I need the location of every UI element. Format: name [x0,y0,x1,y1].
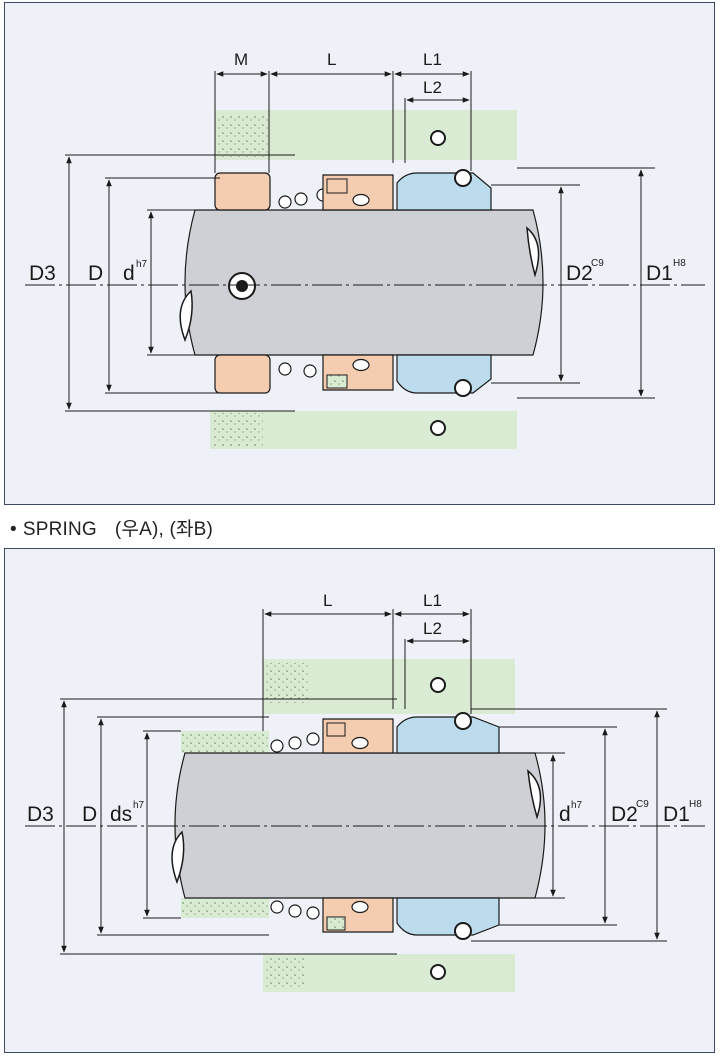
label-d1-sup: H8 [673,258,686,269]
caption-title: SPRING [22,519,97,540]
label-d-small: d [559,803,571,826]
seal-diagram-spring-type: L L1 L2 D3 D ds h7 d h7 D2 C9 D1 H8 [4,548,715,1053]
shaft-break-left [171,830,185,885]
rotating-seal-ring [322,174,394,391]
label-d2-sup: C9 [591,258,604,269]
shaft-break-right [526,226,540,278]
label-d1-sup: H8 [689,799,702,810]
seal-diagram-top-svg: M L L1 L2 D3 D d h7 D2 C9 D1 H8 [25,50,705,449]
shaft-break-left [179,289,193,343]
oring-housing-bottom [430,420,446,436]
extension-lines [65,71,655,412]
spring-coils-top [278,188,330,209]
seal-diagram-with-set-collar: M L L1 L2 D3 D d h7 D2 C9 D1 H8 [4,2,715,505]
label-d2-sup: C9 [636,799,649,810]
label-d-small-sup: h7 [136,259,148,270]
label-d: D [82,803,97,826]
oring-housing-top [430,677,446,693]
caption-bullet: • [10,519,17,540]
shaft [179,209,544,356]
label-m: M [234,50,248,69]
oring-housing-bottom [430,964,446,980]
dimension-lines [61,611,660,953]
stationary-seat [396,130,492,436]
label-d1: D1 [663,803,690,826]
label-d2: D2 [566,262,593,285]
stationary-seat [396,677,500,980]
label-ds-sup: h7 [133,800,145,811]
label-l1: L1 [423,591,442,610]
label-ds: ds [110,803,132,826]
label-l2: L2 [423,619,442,638]
seal-diagram-bottom-svg: L L1 L2 D3 D ds h7 d h7 D2 C9 D1 H8 [25,591,705,992]
label-l: L [327,50,336,69]
label-d: D [88,262,103,285]
housing-bottom [210,411,517,449]
label-l1: L1 [423,50,442,69]
shaft-break-right [527,769,542,820]
label-l2: L2 [423,78,442,97]
step-sleeve [181,731,269,918]
label-d1: D1 [646,262,673,285]
housing-bottom [263,954,515,992]
label-d3: D3 [27,803,54,826]
rotating-seal-ring [322,718,394,933]
housing-top [215,110,517,160]
housing-top [263,659,515,714]
section-caption: •SPRING (우A), (좌B) [10,514,213,541]
extension-lines [60,609,667,955]
dimension-lines [66,71,644,410]
label-l: L [323,591,332,610]
label-d-small: d [123,262,135,285]
label-d3: D3 [29,262,56,285]
set-collar [214,172,271,394]
label-d2: D2 [611,803,638,826]
label-d-small-sup: h7 [571,800,583,811]
oring-housing-top [430,130,446,146]
caption-note: (우A), (좌B) [114,519,214,540]
